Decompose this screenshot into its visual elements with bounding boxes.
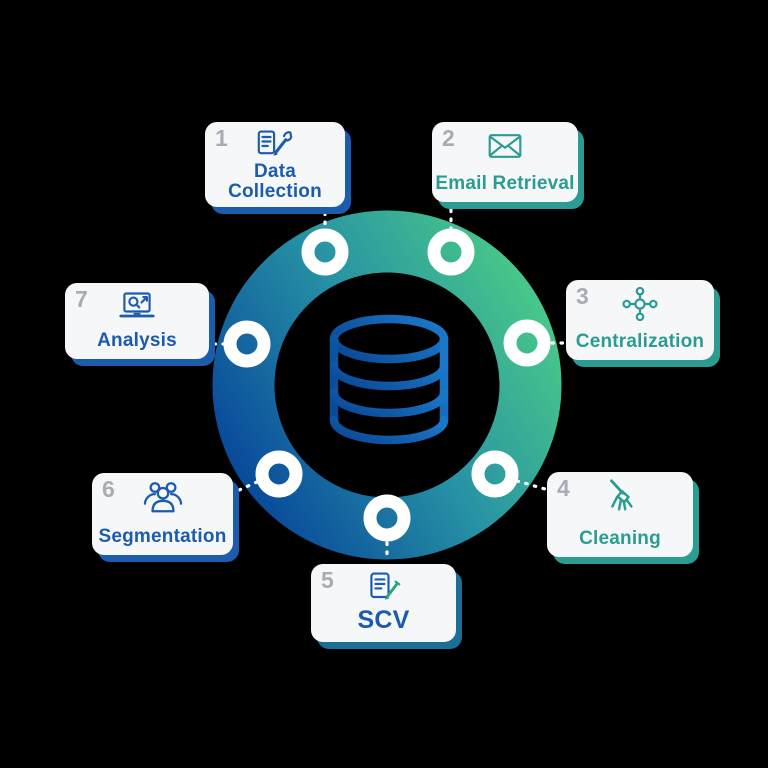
step-card-scv: 5 SCV xyxy=(311,564,456,642)
ring-node-6 xyxy=(255,450,303,498)
step-number: 7 xyxy=(75,286,88,312)
ring-node-3 xyxy=(503,319,551,367)
ring-node-1 xyxy=(301,228,349,276)
step-label: Centralization xyxy=(575,331,705,352)
step-card-cleaning: 4 Cleaning xyxy=(547,472,693,557)
people-group-icon xyxy=(92,478,233,516)
document-pen-icon xyxy=(205,127,345,165)
ring-nodes xyxy=(223,228,551,542)
document-pencil-icon xyxy=(311,569,456,607)
step-card-analysis: 7 Analysis xyxy=(65,283,209,359)
step-number: 3 xyxy=(576,283,589,309)
hub-network-icon xyxy=(566,285,714,323)
laptop-magnifier-icon xyxy=(65,288,209,326)
step-label: Analysis xyxy=(97,330,177,351)
step-number: 2 xyxy=(442,125,455,151)
broom-icon xyxy=(547,477,693,515)
step-label: Data Collection xyxy=(228,161,322,203)
step-card-data-collection: 1 Data Collection xyxy=(205,122,345,207)
step-label: Email Retrieval xyxy=(435,173,575,194)
step-number: 4 xyxy=(557,475,570,501)
ring-node-4 xyxy=(471,450,519,498)
step-label: Cleaning xyxy=(579,528,661,549)
step-label: SCV xyxy=(357,606,410,634)
ring-node-7 xyxy=(223,320,271,368)
ring-node-2 xyxy=(427,228,475,276)
step-number: 6 xyxy=(102,476,115,502)
database-icon xyxy=(329,314,449,445)
connector-6 xyxy=(235,480,259,493)
step-card-centralization: 3 Centralization xyxy=(566,280,714,360)
ring-node-5 xyxy=(363,494,411,542)
step-number: 5 xyxy=(321,567,334,593)
step-card-email-retrieval: 2 Email Retrieval xyxy=(432,122,578,202)
step-card-segmentation: 6 Segmentation xyxy=(92,473,233,555)
step-number: 1 xyxy=(215,125,228,151)
step-label: Segmentation xyxy=(98,526,227,547)
envelope-icon xyxy=(432,127,578,165)
